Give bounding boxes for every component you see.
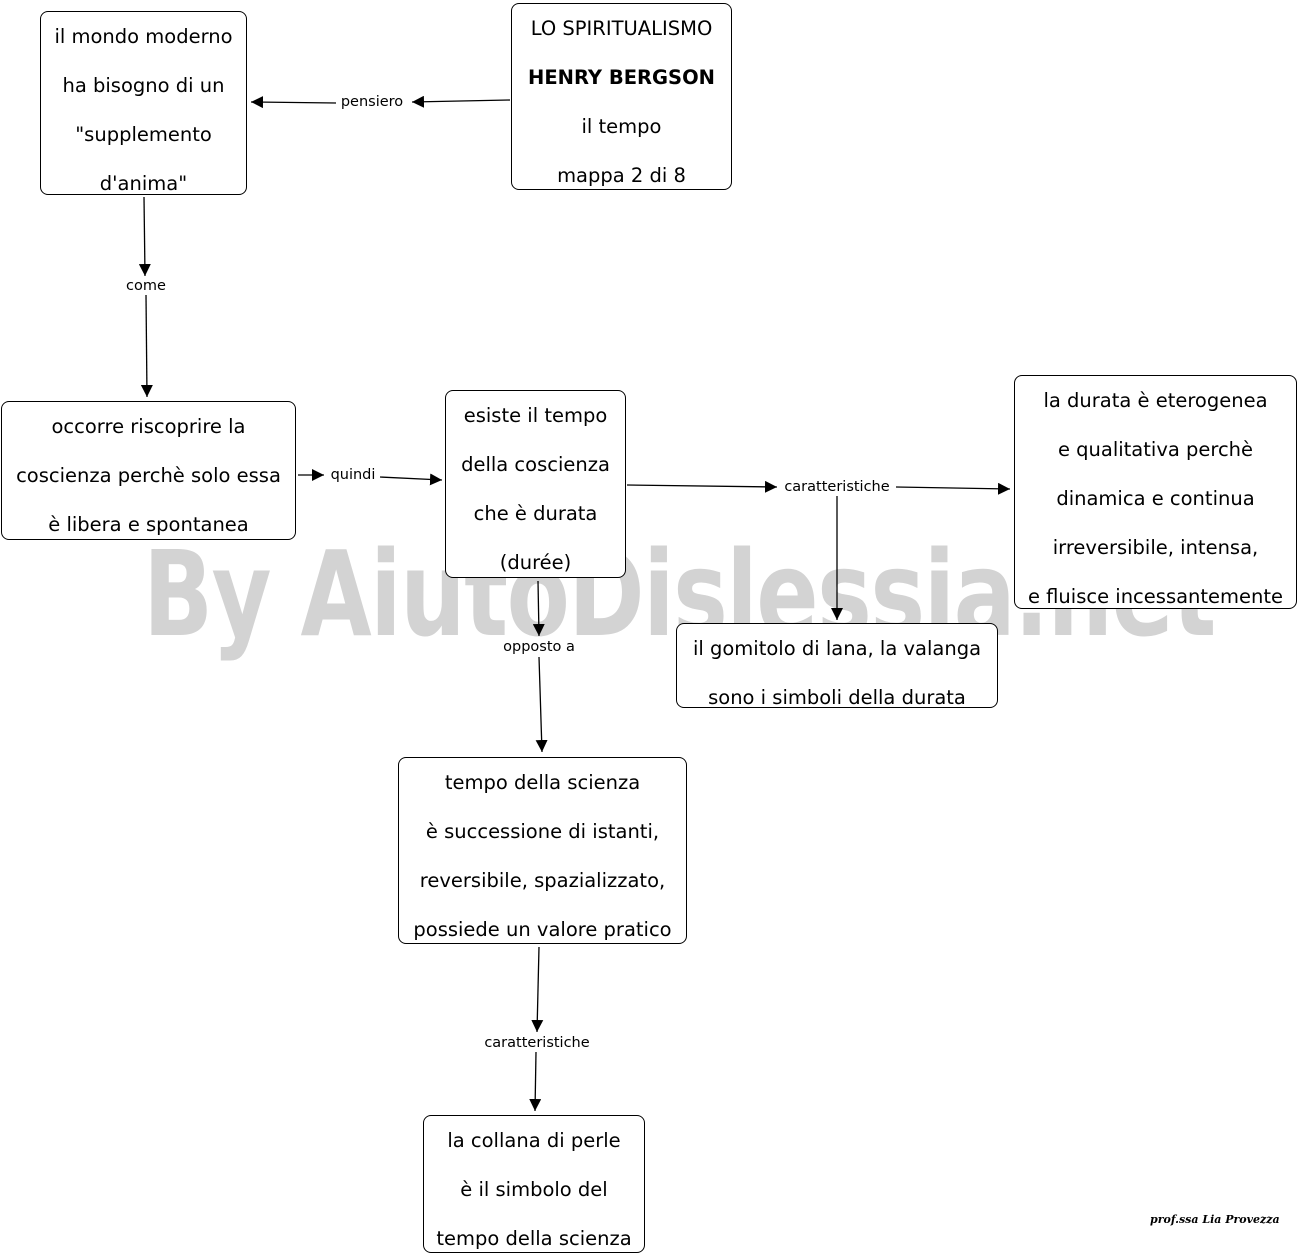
coscienza-line-3: è libera e spontanea [48,513,249,536]
collana-line-1: la collana di perle [447,1129,621,1152]
caratt-durata-line-1: la durata è eterogenea [1043,389,1268,412]
coscienza-line-2: coscienza perchè solo essa [16,464,281,487]
concept-tempo-scienza[interactable]: tempo della scienza è successione di ist… [398,757,687,944]
caratt-durata-line-3: dinamica e continua [1056,487,1255,510]
edge-quindi-to-durata [379,473,443,486]
link-label-caratteristiche-scienza: caratteristiche [481,1034,593,1052]
title-line-4: mappa 2 di 8 [557,164,686,187]
concept-durata[interactable]: esiste il tempo della coscienza che è du… [445,390,626,578]
link-label-pensiero: pensiero [337,93,407,111]
link-label-caratteristiche: caratteristiche [781,478,893,496]
edge-come-to-coscienza [140,294,153,398]
concept-gomitolo-valanga[interactable]: il gomitolo di lana, la valanga sono i s… [676,623,998,708]
edge-title-to-pensiero [411,95,511,108]
author-signature: prof.ssa Lia Provezza [1150,1213,1280,1226]
edge-caratteristiche-to-caratt-durata [895,482,1011,495]
link-label-opposto-a: opposto a [500,638,578,656]
edge-durata-to-opposto [532,580,545,637]
title-line-3: il tempo [581,115,662,138]
edge-mondo-to-come [138,196,151,277]
caratt-durata-line-2: e qualitativa perchè [1057,438,1254,461]
collana-line-2: è il simbolo del [460,1178,608,1201]
durata-line-3: che è durata [473,502,598,525]
scienza-line-1: tempo della scienza [444,771,641,794]
link-label-quindi: quindi [327,466,379,484]
scienza-line-3: reversibile, spazializzato, [419,869,666,892]
scienza-line-4: possiede un valore pratico [413,918,672,941]
durata-line-2: della coscienza [461,453,610,476]
durata-line-4: (durée) [499,551,572,574]
gomitolo-line-2: sono i simboli della durata [708,686,966,708]
concept-mondo-moderno[interactable]: il mondo moderno ha bisogno di un "suppl… [40,11,247,195]
concept-collana-perle[interactable]: la collana di perle è il simbolo del tem… [423,1115,645,1253]
gomitolo-line-1: il gomitolo di lana, la valanga [692,637,982,660]
concept-caratteristiche-durata[interactable]: la durata è eterogenea e qualitativa per… [1014,375,1297,609]
edge-caratteristiche-to-collana [529,1051,542,1112]
concept-riscoprire-coscienza[interactable]: occorre riscoprire la coscienza perchè s… [1,401,296,540]
link-label-come: come [123,277,169,295]
edge-durata-to-caratteristiche [626,480,778,493]
scienza-line-2: è successione di istanti, [425,820,660,843]
mondo-line-2: ha bisogno di un [62,74,225,97]
title-line-1: LO SPIRITUALISMO [530,17,713,40]
collana-line-3: tempo della scienza [436,1227,632,1250]
caratt-durata-line-4: irreversibile, intensa, [1052,536,1259,559]
concept-title[interactable]: LO SPIRITUALISMO HENRY BERGSON il tempo … [511,3,732,190]
title-author: HENRY BERGSON [528,66,715,89]
edge-opposto-to-scienza [535,656,548,753]
caratt-durata-line-5: e fluisce incessantemente [1027,585,1284,608]
mondo-line-4: d'anima" [99,172,188,195]
mondo-line-3: "supplemento [75,123,212,146]
durata-line-1: esiste il tempo [463,404,608,427]
edge-scienza-to-caratteristiche [531,946,544,1033]
coscienza-line-1: occorre riscoprire la [51,415,246,438]
edge-pensiero-to-mondo [250,96,337,109]
mondo-line-1: il mondo moderno [54,25,233,48]
